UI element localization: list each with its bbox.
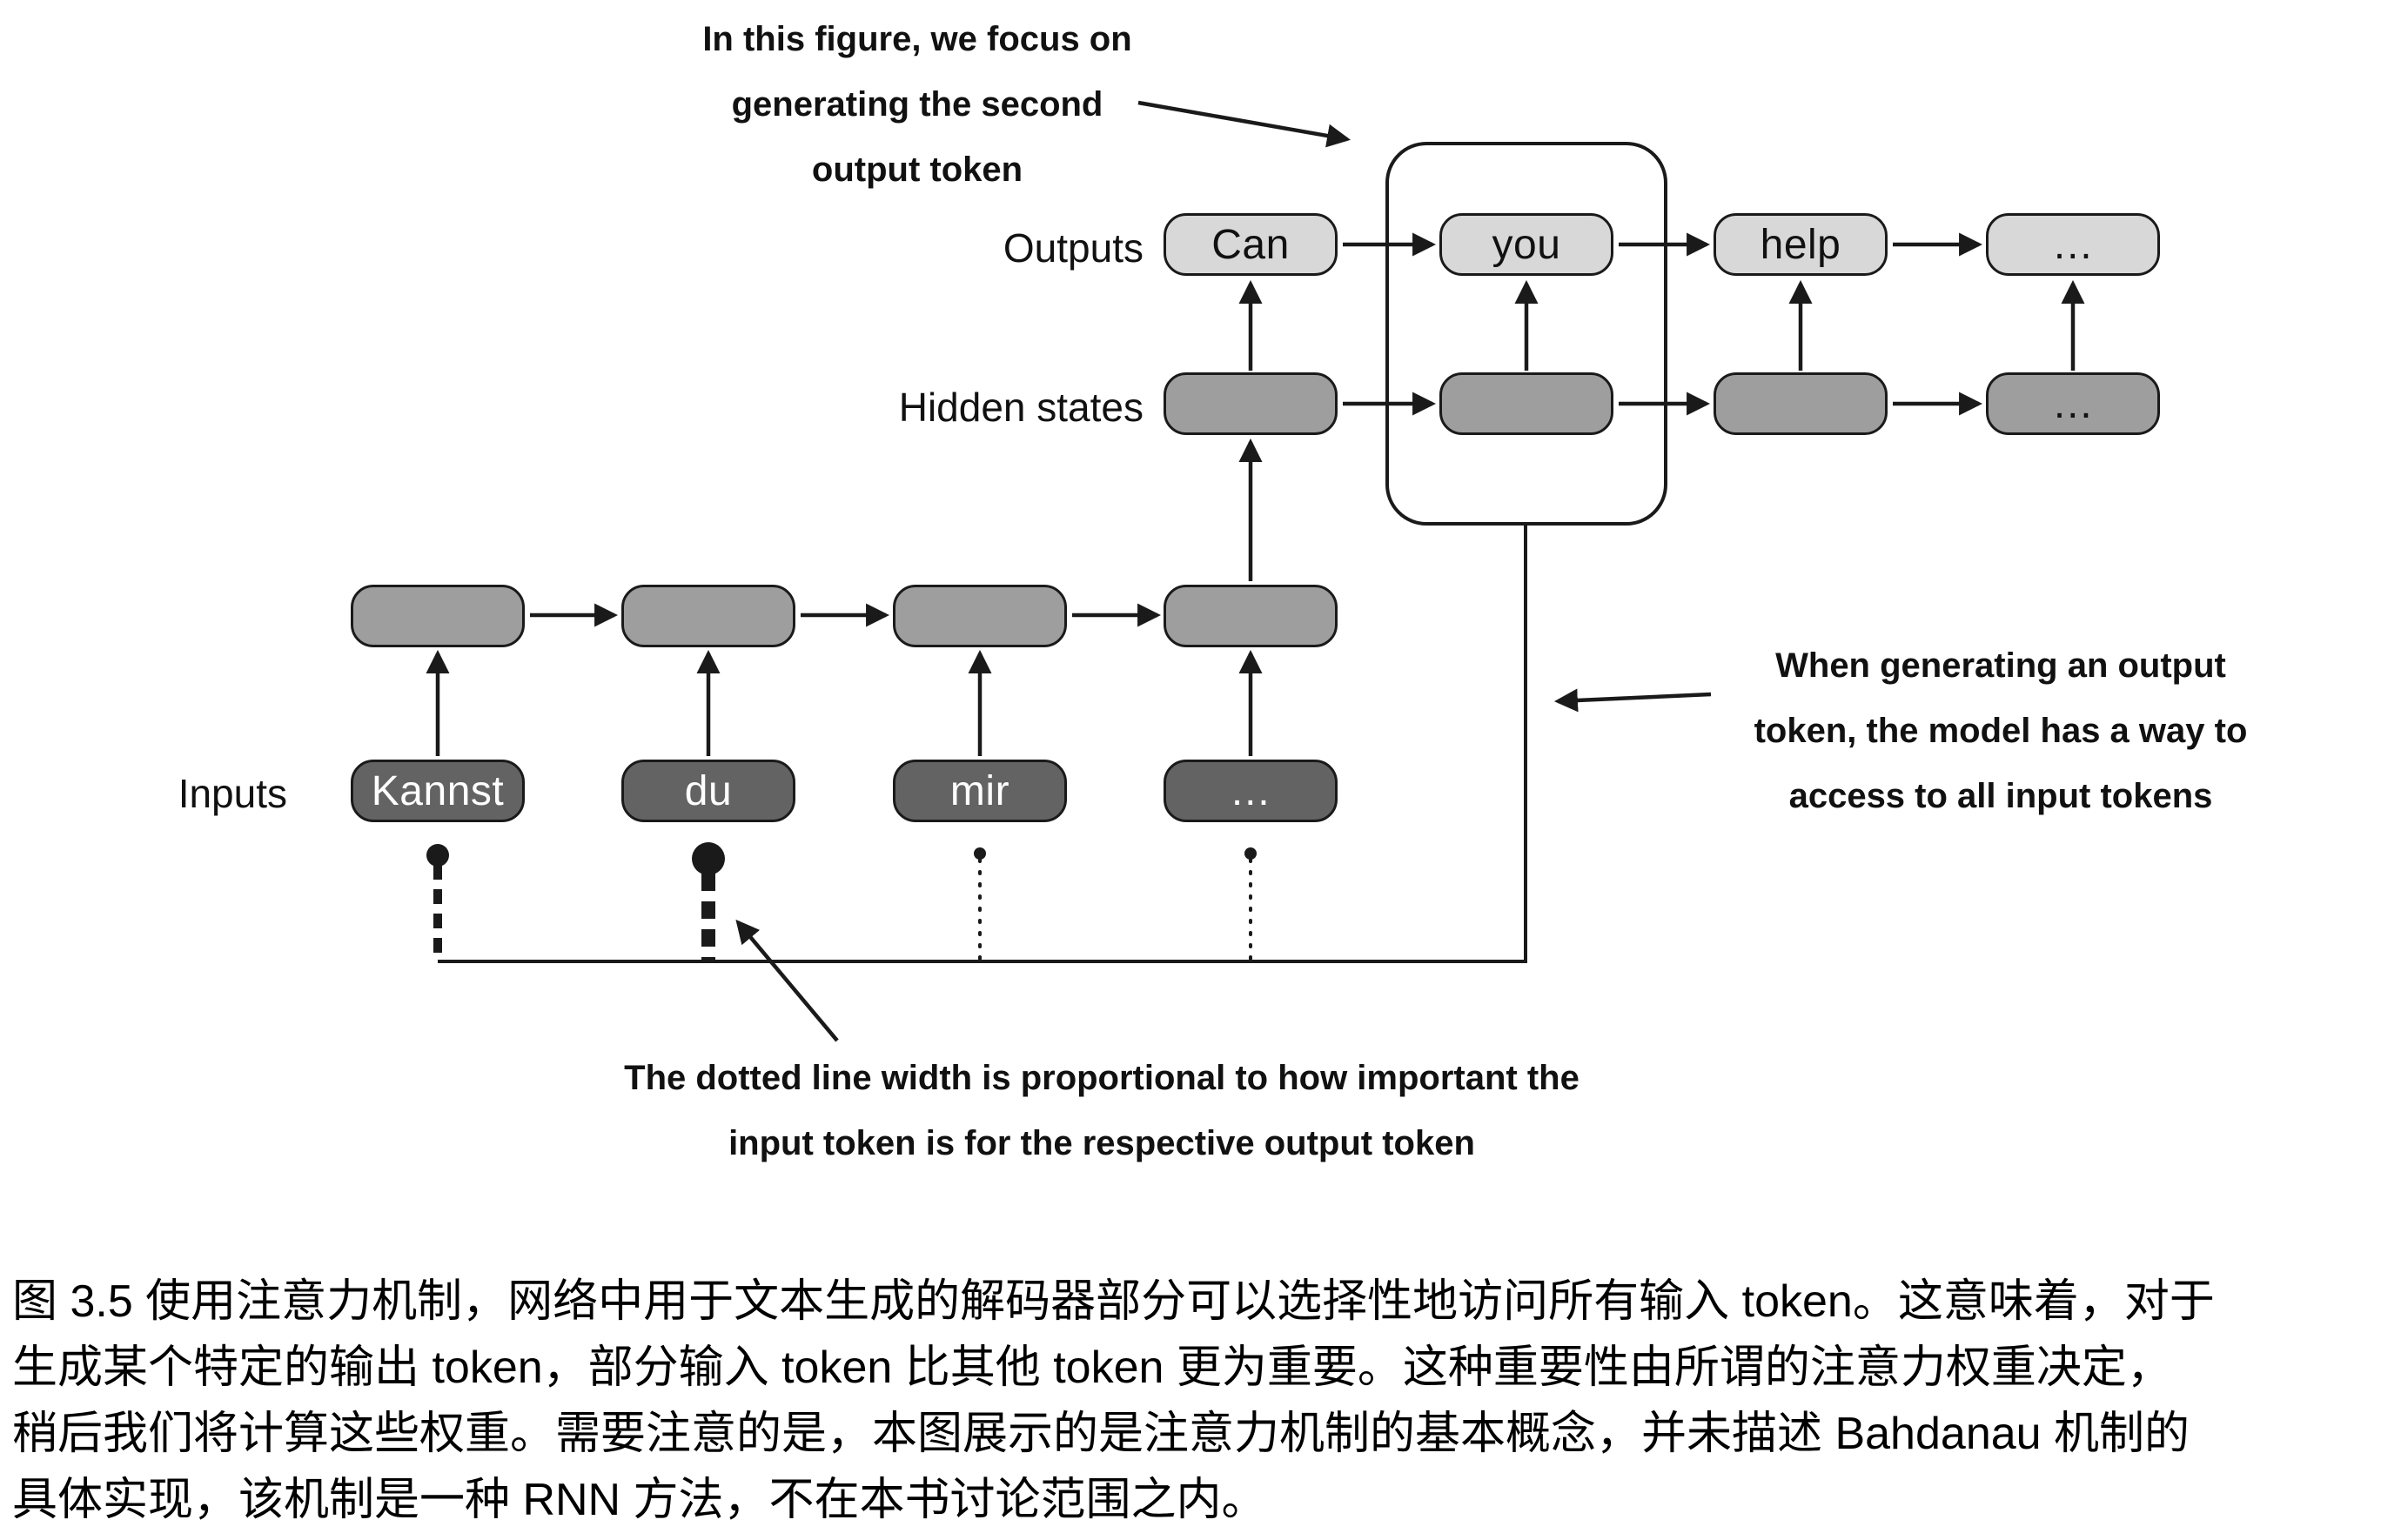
hidden-state-box-1 <box>1164 372 1338 435</box>
encoder-box-1 <box>351 585 525 647</box>
caption-line-2: 生成某个特定的输出 token，部分输入 token 比其他 token 更为重… <box>12 1342 2172 1393</box>
annotation-access: When generating an output token, the mod… <box>1696 633 2305 829</box>
annotation-access-line2: token, the model has a way to <box>1754 712 2248 750</box>
focus-box-outline <box>1385 142 1667 526</box>
annotation-dotted-width-line1: The dotted line width is proportional to… <box>624 1059 1580 1097</box>
inputs-label: Inputs <box>178 771 287 816</box>
encoder-box-2 <box>621 585 795 647</box>
hidden-state-box-2 <box>1439 372 1613 435</box>
encoder-box-4 <box>1164 585 1338 647</box>
hidden-state-box-3 <box>1714 372 1888 435</box>
annotation-dotted-width: The dotted line width is proportional to… <box>487 1046 1716 1176</box>
input-box-kannst: Kannst <box>351 760 525 822</box>
input-box-du: du <box>621 760 795 822</box>
attention-dot-ellipsis <box>1244 847 1257 860</box>
input-box-ellipsis: … <box>1164 760 1338 822</box>
dotted-annotation-arrow <box>735 919 839 1042</box>
hidden-states-label: Hidden states <box>898 385 1144 430</box>
outputs-label: Outputs <box>1003 225 1144 271</box>
figure-caption: 图 3.5 使用注意力机制，网络中用于文本生成的解码器部分可以选择性地访问所有输… <box>12 1269 2371 1533</box>
attention-bus-line <box>438 526 1527 963</box>
attention-dot-kannst <box>426 844 449 867</box>
access-annotation-arrow <box>1553 688 1712 713</box>
output-box-help: help <box>1714 213 1888 276</box>
input-box-mir: mir <box>893 760 1067 822</box>
attention-dot-du <box>692 842 725 875</box>
annotation-dotted-width-line2: input token is for the respective output… <box>728 1124 1475 1162</box>
caption-line-3: 稍后我们将计算这些权重。需要注意的是，本图展示的是注意力机制的基本概念，并未描述… <box>12 1409 2190 1459</box>
annotation-access-line3: access to all input tokens <box>1788 777 2213 815</box>
attention-dot-mir <box>974 847 986 860</box>
encoder-box-3 <box>893 585 1067 647</box>
caption-line-4: 具体实现，该机制是一种 RNN 方法，不在本书讨论范围之内。 <box>12 1475 1267 1525</box>
annotation-focus-line3: output token <box>811 151 1023 189</box>
output-box-can: Can <box>1164 213 1338 276</box>
annotation-focus-line2: generating the second <box>731 85 1103 124</box>
output-box-you: you <box>1439 213 1613 276</box>
hidden-state-box-4: … <box>1986 372 2160 435</box>
annotation-focus: In this figure, we focus on generating t… <box>604 7 1231 203</box>
caption-line-1: 图 3.5 使用注意力机制，网络中用于文本生成的解码器部分可以选择性地访问所有输… <box>12 1276 2215 1327</box>
output-box-ellipsis: … <box>1986 213 2160 276</box>
focus-annotation-arrow <box>1137 100 1351 148</box>
annotation-access-line1: When generating an output <box>1775 646 2226 685</box>
annotation-focus-line1: In this figure, we focus on <box>702 20 1132 58</box>
